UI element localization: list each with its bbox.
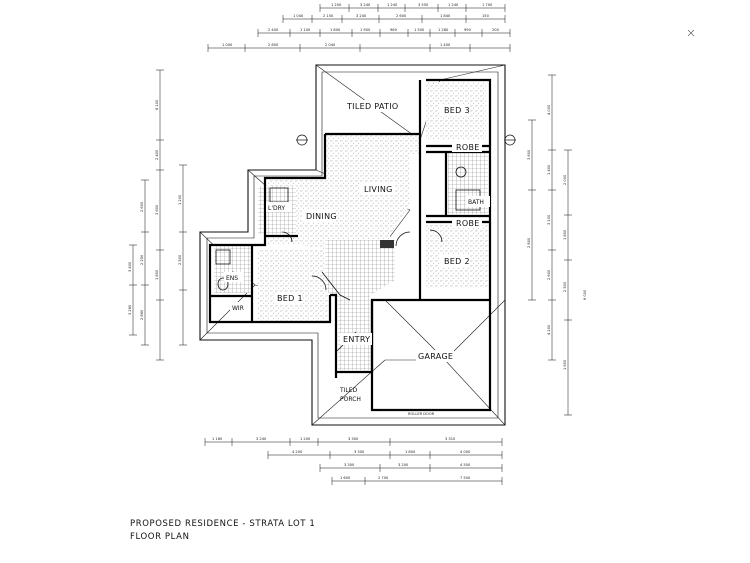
svg-text:2 700: 2 700 xyxy=(378,476,389,480)
svg-text:1 240: 1 240 xyxy=(387,3,398,7)
svg-text:1 840: 1 840 xyxy=(440,14,451,18)
robe-mid-label: ROBE xyxy=(456,219,480,228)
svg-text:200: 200 xyxy=(492,28,500,32)
svg-text:2 600: 2 600 xyxy=(547,269,551,280)
corner-mark xyxy=(687,29,695,37)
tiled-patio-label: TILED PATIO xyxy=(346,102,398,111)
svg-text:1 400: 1 400 xyxy=(440,43,451,47)
svg-text:1 600: 1 600 xyxy=(340,476,351,480)
svg-text:2 040: 2 040 xyxy=(325,43,336,47)
svg-text:2 500: 2 500 xyxy=(178,254,182,265)
dimensions-right xyxy=(528,74,572,416)
dimensions-left xyxy=(129,69,187,361)
svg-text:7 500: 7 500 xyxy=(460,476,471,480)
svg-text:6 100: 6 100 xyxy=(155,99,159,110)
drawing-subtitle: FLOOR PLAN xyxy=(130,532,190,542)
dimensions-top xyxy=(207,4,511,52)
svg-text:1 800: 1 800 xyxy=(155,269,159,280)
svg-text:2 500: 2 500 xyxy=(563,281,567,292)
svg-text:3 300: 3 300 xyxy=(354,450,365,454)
room-labels: TILED PATIO BED 3 ROBE LIVING DINING BAT… xyxy=(224,100,490,416)
dimensions-top-text: 1 200 3 240 1 240 3 550 1 240 1 700 1 04… xyxy=(222,3,500,47)
dimensions-left-text: 6 100 2 400 3 600 1 800 2 600 2 250 2 86… xyxy=(128,99,182,320)
svg-text:2 860: 2 860 xyxy=(140,309,144,320)
svg-text:3 100: 3 100 xyxy=(547,214,551,225)
svg-text:1 500: 1 500 xyxy=(414,28,425,32)
floor-finishes xyxy=(214,82,488,370)
svg-text:2 400: 2 400 xyxy=(268,28,279,32)
svg-text:4 000: 4 000 xyxy=(547,104,551,115)
svg-text:2 800: 2 800 xyxy=(527,237,531,248)
entry-label: ENTRY xyxy=(343,335,370,344)
svg-text:3 600: 3 600 xyxy=(527,149,531,160)
dimensions-bottom xyxy=(204,438,503,485)
svg-text:1 400: 1 400 xyxy=(547,164,551,175)
svg-text:1 040: 1 040 xyxy=(293,14,304,18)
svg-text:3 260: 3 260 xyxy=(128,304,132,315)
svg-text:3 240: 3 240 xyxy=(360,3,371,7)
svg-text:2 000: 2 000 xyxy=(563,174,567,185)
svg-text:1 000: 1 000 xyxy=(222,43,233,47)
bed3-label: BED 3 xyxy=(444,106,470,115)
robe-top-label: ROBE xyxy=(456,143,480,152)
svg-text:2 800: 2 800 xyxy=(268,43,279,47)
section-markers xyxy=(296,134,516,146)
svg-text:1 800: 1 800 xyxy=(563,229,567,240)
svg-text:1 240: 1 240 xyxy=(448,3,459,7)
ensuite-label: ENS xyxy=(226,275,238,282)
svg-text:1 200: 1 200 xyxy=(331,3,342,7)
svg-text:150: 150 xyxy=(482,14,490,18)
svg-text:3 310: 3 310 xyxy=(445,437,456,441)
bath-label: BATH xyxy=(468,199,484,206)
svg-text:4 500: 4 500 xyxy=(460,463,471,467)
living-label: LIVING xyxy=(364,185,393,194)
svg-text:6 000: 6 000 xyxy=(583,289,587,300)
svg-text:2 600: 2 600 xyxy=(140,201,144,212)
tiled-porch-label-1: TILED xyxy=(339,387,358,394)
svg-text:2 250: 2 250 xyxy=(140,254,144,265)
svg-text:4 200: 4 200 xyxy=(292,450,303,454)
svg-text:2 150: 2 150 xyxy=(323,14,334,18)
svg-text:3 240: 3 240 xyxy=(356,14,367,18)
svg-text:3 400: 3 400 xyxy=(128,261,132,272)
tiled-porch-label-2: PORCH xyxy=(340,396,361,403)
svg-text:3 300: 3 300 xyxy=(348,437,359,441)
garage-door-label: ROLLER DOOR xyxy=(408,412,435,416)
garage-label: GARAGE xyxy=(418,352,453,361)
bed2-label: BED 2 xyxy=(444,257,470,266)
svg-text:1 600: 1 600 xyxy=(563,359,567,370)
laundry-label: L'DRY xyxy=(268,205,285,212)
svg-text:3 600: 3 600 xyxy=(155,204,159,215)
bed1-label: BED 1 xyxy=(277,294,303,303)
svg-text:2 400: 2 400 xyxy=(155,149,159,160)
dining-label: DINING xyxy=(306,212,337,221)
svg-text:3 300: 3 300 xyxy=(344,463,355,467)
svg-text:1 200: 1 200 xyxy=(300,437,311,441)
svg-text:1 800: 1 800 xyxy=(330,28,341,32)
svg-text:1 100: 1 100 xyxy=(300,28,311,32)
svg-text:4 200: 4 200 xyxy=(547,324,551,335)
svg-text:1 900: 1 900 xyxy=(360,28,371,32)
wir-label: WIR xyxy=(232,305,244,312)
drawing-title: PROPOSED RESIDENCE - STRATA LOT 1 xyxy=(130,519,316,529)
svg-text:1 280: 1 280 xyxy=(438,28,449,32)
svg-text:1 800: 1 800 xyxy=(405,450,416,454)
dimensions-right-text: 4 000 1 400 3 100 2 600 4 200 2 000 1 80… xyxy=(527,104,587,370)
svg-text:960: 960 xyxy=(390,28,398,32)
svg-text:4 000: 4 000 xyxy=(460,450,471,454)
svg-text:990: 990 xyxy=(464,28,472,32)
dimensions-bottom-text: 1 160 3 240 1 200 3 300 3 310 4 200 3 30… xyxy=(212,437,471,480)
svg-text:1 160: 1 160 xyxy=(212,437,223,441)
svg-text:1 200: 1 200 xyxy=(178,194,182,205)
svg-text:3 550: 3 550 xyxy=(418,3,429,7)
svg-text:3 200: 3 200 xyxy=(398,463,409,467)
svg-text:3 240: 3 240 xyxy=(256,437,267,441)
svg-text:1 700: 1 700 xyxy=(482,3,493,7)
svg-text:2 600: 2 600 xyxy=(396,14,407,18)
